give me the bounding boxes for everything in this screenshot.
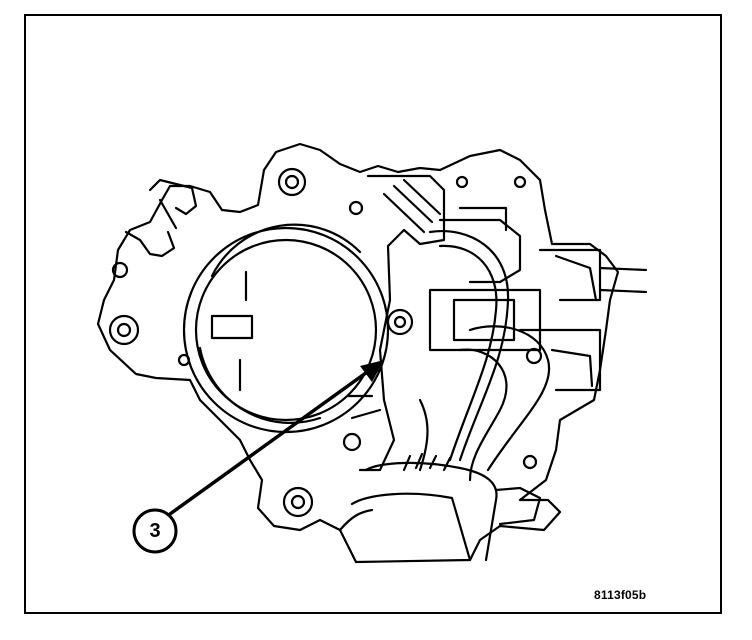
callout-number: 3	[149, 520, 161, 542]
mount-hole	[277, 167, 307, 197]
callout-leader	[168, 360, 384, 516]
mechanism-plate	[358, 174, 446, 472]
housing-outline	[96, 142, 620, 564]
figure-code: 8113f05b	[594, 588, 647, 602]
wire	[458, 348, 508, 482]
column-connector	[364, 461, 498, 562]
wire	[438, 244, 498, 462]
wire	[428, 230, 510, 462]
mount-hole	[111, 261, 129, 279]
wire	[468, 325, 551, 472]
main-bore-outer	[182, 226, 390, 434]
main-bore-inner	[194, 238, 378, 422]
mount-hole	[108, 314, 140, 346]
callout-circle	[132, 508, 178, 554]
wire	[418, 398, 429, 472]
mount-hole	[282, 486, 314, 518]
